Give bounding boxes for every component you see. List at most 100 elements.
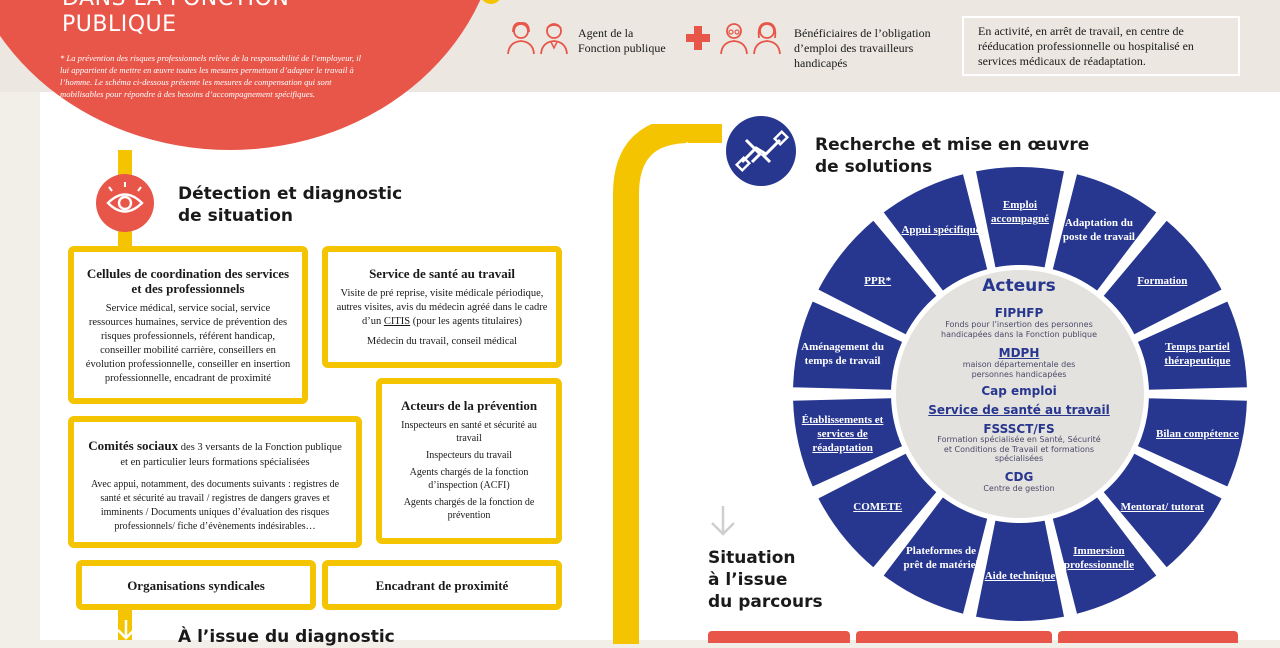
cellules-title: Cellules de coordination des services et… — [86, 266, 290, 296]
situation-tab-3 — [1058, 631, 1238, 643]
wheel-segment — [881, 172, 990, 293]
wheel-segment — [816, 218, 939, 337]
agent-man-icon — [540, 23, 568, 55]
situation-line1: Situation — [708, 548, 796, 568]
actor-mdph-desc: maison départementale des personnes hand… — [962, 360, 1076, 379]
detection-title: Détection et diagnostic de situation — [178, 183, 478, 227]
comites-heading: Comités sociaux des 3 versants de la Fon… — [84, 438, 346, 470]
handshake-icon — [734, 129, 790, 173]
arrow-right-icon — [670, 141, 701, 167]
prevention-title: Acteurs de la prévention — [400, 398, 538, 413]
acteurs-circle — [896, 270, 1144, 518]
status-text: En activité, en arrêt de travail, en cen… — [978, 24, 1194, 68]
syndicales-box: Organisations syndicales — [76, 560, 316, 610]
situation-tab-2 — [856, 631, 1052, 643]
situation-tab-1 — [708, 631, 850, 643]
sante-body: Visite de pré reprise, visite médicale p… — [336, 287, 548, 329]
solutions-title-line2: de solutions — [815, 157, 933, 177]
situation-line3: du parcours — [708, 592, 823, 612]
wheel-segment — [791, 299, 905, 392]
solutions-title-line1: Recherche et mise en œuvre — [815, 135, 1090, 155]
actor-capemploi: Cap emploi — [981, 384, 1057, 398]
wheel-segment — [1101, 451, 1224, 570]
wheel-item-label[interactable]: Immersion professionnelle — [1063, 544, 1134, 571]
actor-sst: Service de santé au travail — [928, 403, 1110, 417]
eye-icon-circle — [96, 174, 154, 232]
solutions-title: Recherche et mise en œuvre de solutions — [815, 134, 1135, 178]
actor-fiphfp: FIPHFP — [994, 306, 1044, 320]
wheel-segment — [973, 165, 1067, 270]
situation-line2: à l’issue — [708, 570, 788, 590]
actor-fsssct-desc: Formation spécialisée en Santé, Sécurité… — [937, 435, 1101, 463]
actor-fsssct: FSSSCT/FS — [983, 422, 1055, 436]
wheel-item-label[interactable]: Appui spécifique — [901, 224, 981, 237]
citis-link[interactable]: CITIS — [383, 316, 411, 327]
comites-box: Comités sociaux des 3 versants de la Fon… — [68, 416, 362, 548]
agent-woman-icon — [507, 22, 535, 55]
prevention-item: Agents chargés de la fonction d’inspecti… — [409, 467, 529, 491]
wheel-item-label[interactable]: Adaptation du poste de travail — [1062, 217, 1135, 244]
hero-note: * La prévention des risques professionne… — [60, 53, 361, 99]
wheel-segment — [1135, 396, 1249, 489]
beneficiary-man-glasses-icon — [720, 23, 748, 55]
wheel-segment — [1050, 172, 1159, 293]
sante-title: Service de santé au travail — [369, 266, 515, 281]
wheel-item-label[interactable]: Établissements et services de réadaptati… — [801, 414, 884, 455]
sante-body2: Médecin du travail, conseil médical — [366, 336, 518, 347]
acteurs-title: Acteurs — [982, 276, 1056, 296]
comites-body: Avec appui, notamment, des documents sui… — [90, 479, 340, 532]
comites-title-rest: des 3 versants de la Fonction publique e… — [120, 442, 342, 468]
wheel-item-label[interactable]: Emploi accompagné — [990, 199, 1050, 225]
actor-fiphfp-desc: Fonds pour l’insertion des personnes han… — [941, 320, 1097, 339]
acteurs-panel: Acteurs FIPHFP Fonds pour l’insertion de… — [894, 274, 1144, 504]
wheel-item-label[interactable]: Temps partiel thérapeutique — [1164, 340, 1231, 367]
wheel-segment — [1101, 218, 1224, 337]
plus-icon — [686, 26, 710, 50]
sante-box: Service de santé au travail Visite de pr… — [322, 246, 562, 368]
prevention-box: Acteurs de la prévention Inspecteurs en … — [376, 378, 562, 544]
wheel-segment — [1135, 299, 1249, 392]
arrow-down-icon — [117, 620, 135, 640]
legend-beneficiaires-label: Bénéficiaires de l’obligation d’emploi d… — [794, 26, 931, 70]
cellules-box: Cellules de coordination des services et… — [68, 246, 308, 404]
prevention-item: Inspecteurs en santé et sécurité au trav… — [401, 420, 537, 444]
wheel-item-label[interactable]: Aménagement du temps de travail — [801, 340, 884, 367]
sante-body-post: (pour les agents titulaires) — [410, 316, 523, 327]
cellules-body: Service médical, service social, service… — [85, 303, 291, 384]
wheel-item-label[interactable]: Plateformes de prêt de matériel — [903, 544, 979, 571]
prevention-item: Inspecteurs du travail — [425, 450, 513, 461]
wheel-item-label[interactable]: PPR* — [864, 274, 892, 287]
situation-title: Situation à l’issue du parcours — [708, 547, 868, 613]
status-box: En activité, en arrêt de travail, en cen… — [962, 16, 1240, 76]
wheel-segment — [881, 495, 990, 616]
wheel-item-label[interactable]: Formation — [1137, 274, 1188, 287]
encadrant-label: Encadrant de proximité — [375, 578, 509, 593]
prevention-item: Agents chargés de la fonction de prévent… — [403, 497, 535, 521]
wheel-segment — [816, 451, 939, 570]
wheel-item-label[interactable]: Aide technique — [984, 570, 1056, 582]
wheel-segment — [973, 518, 1067, 623]
actor-cdg: CDG — [1004, 470, 1034, 484]
comites-title: Comités sociaux — [88, 438, 179, 453]
wheel-item-label[interactable]: COMETE — [853, 501, 903, 514]
left-flow-connector — [613, 124, 722, 644]
wheel-segment — [1050, 495, 1159, 616]
eye-icon — [106, 182, 144, 213]
sante-body-pre: Visite de pré reprise, visite médicale p… — [336, 288, 548, 327]
actor-mdph: MDPH — [998, 346, 1040, 360]
hero-title: DANS LA FONCTION PUBLIQUE — [62, 0, 289, 37]
legend-agents-label: Agent de la Fonction publique — [578, 26, 666, 55]
beneficiary-woman-icon — [753, 22, 781, 55]
syndicales-label: Organisations syndicales — [127, 578, 265, 593]
encadrant-box: Encadrant de proximité — [322, 560, 562, 610]
actor-cdg-desc: Centre de gestion — [983, 484, 1055, 493]
wheel-item-label[interactable]: Bilan compétence — [1156, 428, 1239, 441]
handshake-icon-circle — [726, 116, 796, 186]
detection-title-line2: de situation — [178, 206, 293, 226]
detection-title-line1: Détection et diagnostic — [178, 184, 403, 204]
yellow-dot-decoration — [480, 0, 502, 4]
wheel-segment — [791, 396, 905, 489]
wheel-item-label[interactable]: Mentorat/ tutorat — [1120, 501, 1204, 514]
arrow-down-gray-icon — [711, 506, 735, 536]
